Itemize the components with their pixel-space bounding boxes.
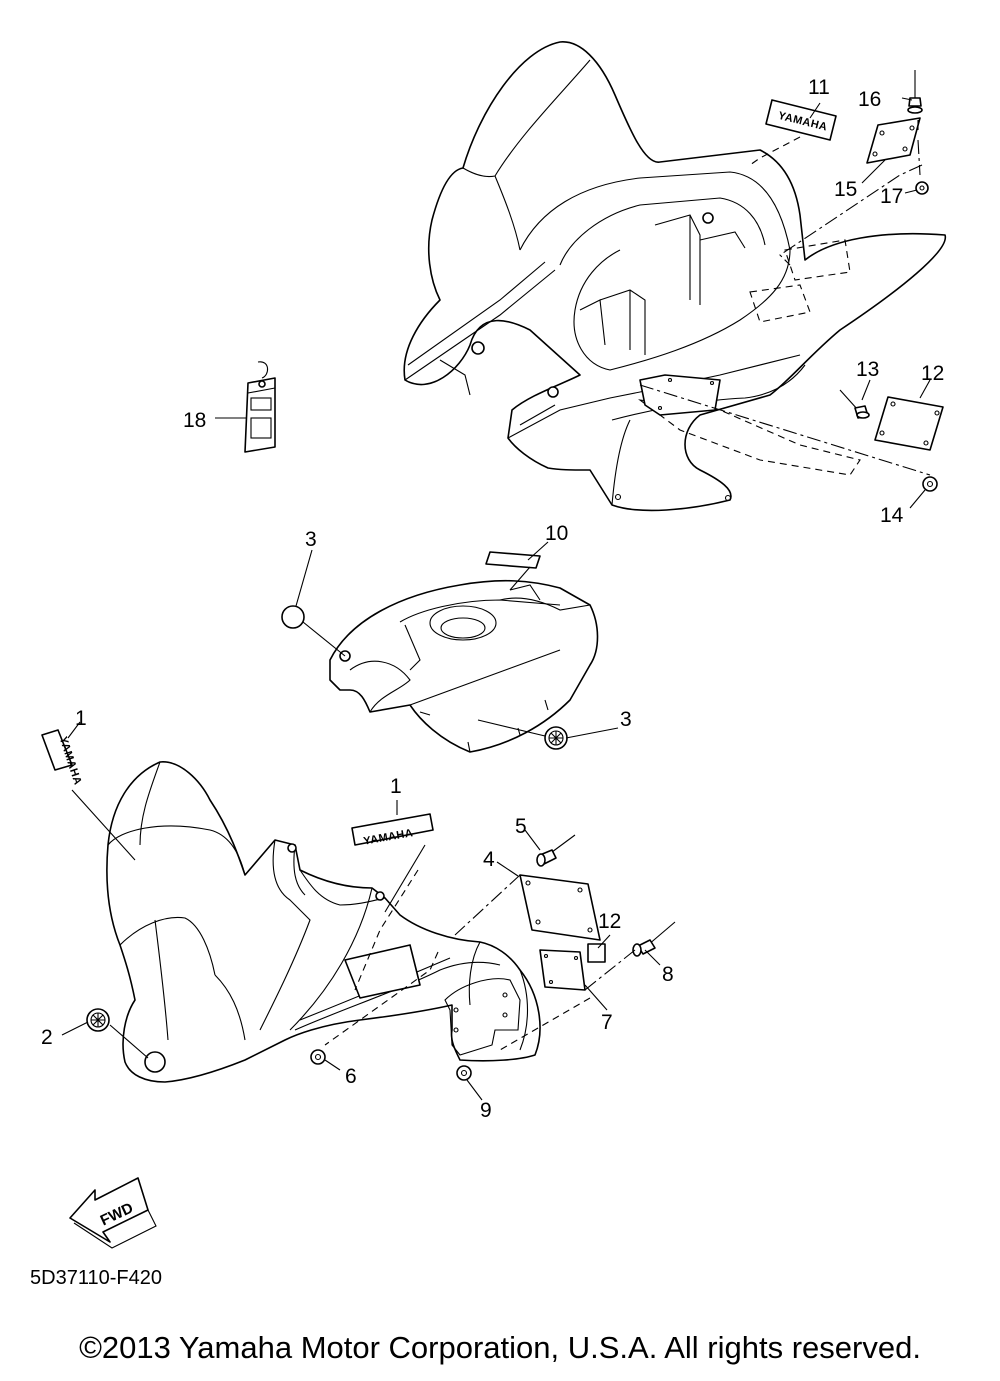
decal-yamaha-left: YAMAHA (41, 729, 84, 787)
front-fender (106, 761, 541, 1083)
callout-18: 18 (183, 409, 206, 432)
callout-17: 17 (880, 185, 903, 208)
plate-15 (866, 117, 921, 164)
callout-15: 15 (834, 178, 857, 201)
callout-10: 10 (545, 522, 568, 545)
emblem-3-upper (281, 605, 305, 629)
decal-10 (485, 551, 541, 569)
rear-flap-decal (639, 374, 721, 416)
washer-14 (922, 476, 938, 492)
decal-yamaha-rear: YAMAHA (765, 99, 837, 141)
leader-lines (61, 97, 931, 1101)
callout-1-left: 1 (75, 707, 87, 730)
rivet-16 (907, 70, 923, 114)
fwd-arrow: FWD (69, 1177, 157, 1249)
copyright-notice: ©2013 Yamaha Motor Corporation, U.S.A. A… (79, 1330, 921, 1365)
callout-13: 13 (856, 358, 879, 381)
washer-6 (310, 1049, 326, 1065)
callout-3-upper: 3 (305, 528, 317, 551)
rivet-13 (839, 389, 870, 419)
callout-2: 2 (41, 1026, 53, 1049)
callouts: 2 1 1 3 3 4 5 6 7 8 9 10 11 12 12 13 14 … (41, 76, 944, 1122)
plate-12-front (539, 943, 606, 991)
tank-cover (329, 579, 599, 753)
diagram-code: 5D37110-F420 (30, 1267, 162, 1289)
washer-9 (456, 1065, 472, 1081)
washer-17 (915, 181, 929, 195)
parts-diagram: YAMAHA (41, 41, 946, 1249)
callout-8: 8 (662, 963, 674, 986)
callout-9: 9 (480, 1099, 492, 1122)
callout-7: 7 (601, 1011, 613, 1034)
emblem-2 (86, 1008, 110, 1032)
tag-18 (244, 361, 276, 453)
emblem-3-lower (544, 726, 568, 750)
rivet-5 (536, 834, 576, 867)
callout-12-front: 12 (598, 910, 621, 933)
rear-fender (403, 41, 946, 512)
decal-yamaha-front: YAMAHA (351, 813, 434, 848)
callout-3-lower: 3 (620, 708, 632, 731)
callout-12-rear: 12 (921, 362, 944, 385)
rivet-8 (632, 921, 676, 957)
plate-12-rear (874, 396, 944, 451)
callout-5: 5 (515, 815, 527, 838)
callout-4: 4 (483, 848, 495, 871)
callout-11: 11 (808, 76, 830, 99)
callout-6: 6 (345, 1065, 357, 1088)
callout-1-center: 1 (390, 775, 402, 798)
plate-4 (519, 874, 601, 941)
callout-16: 16 (858, 88, 881, 111)
callout-14: 14 (880, 504, 904, 527)
